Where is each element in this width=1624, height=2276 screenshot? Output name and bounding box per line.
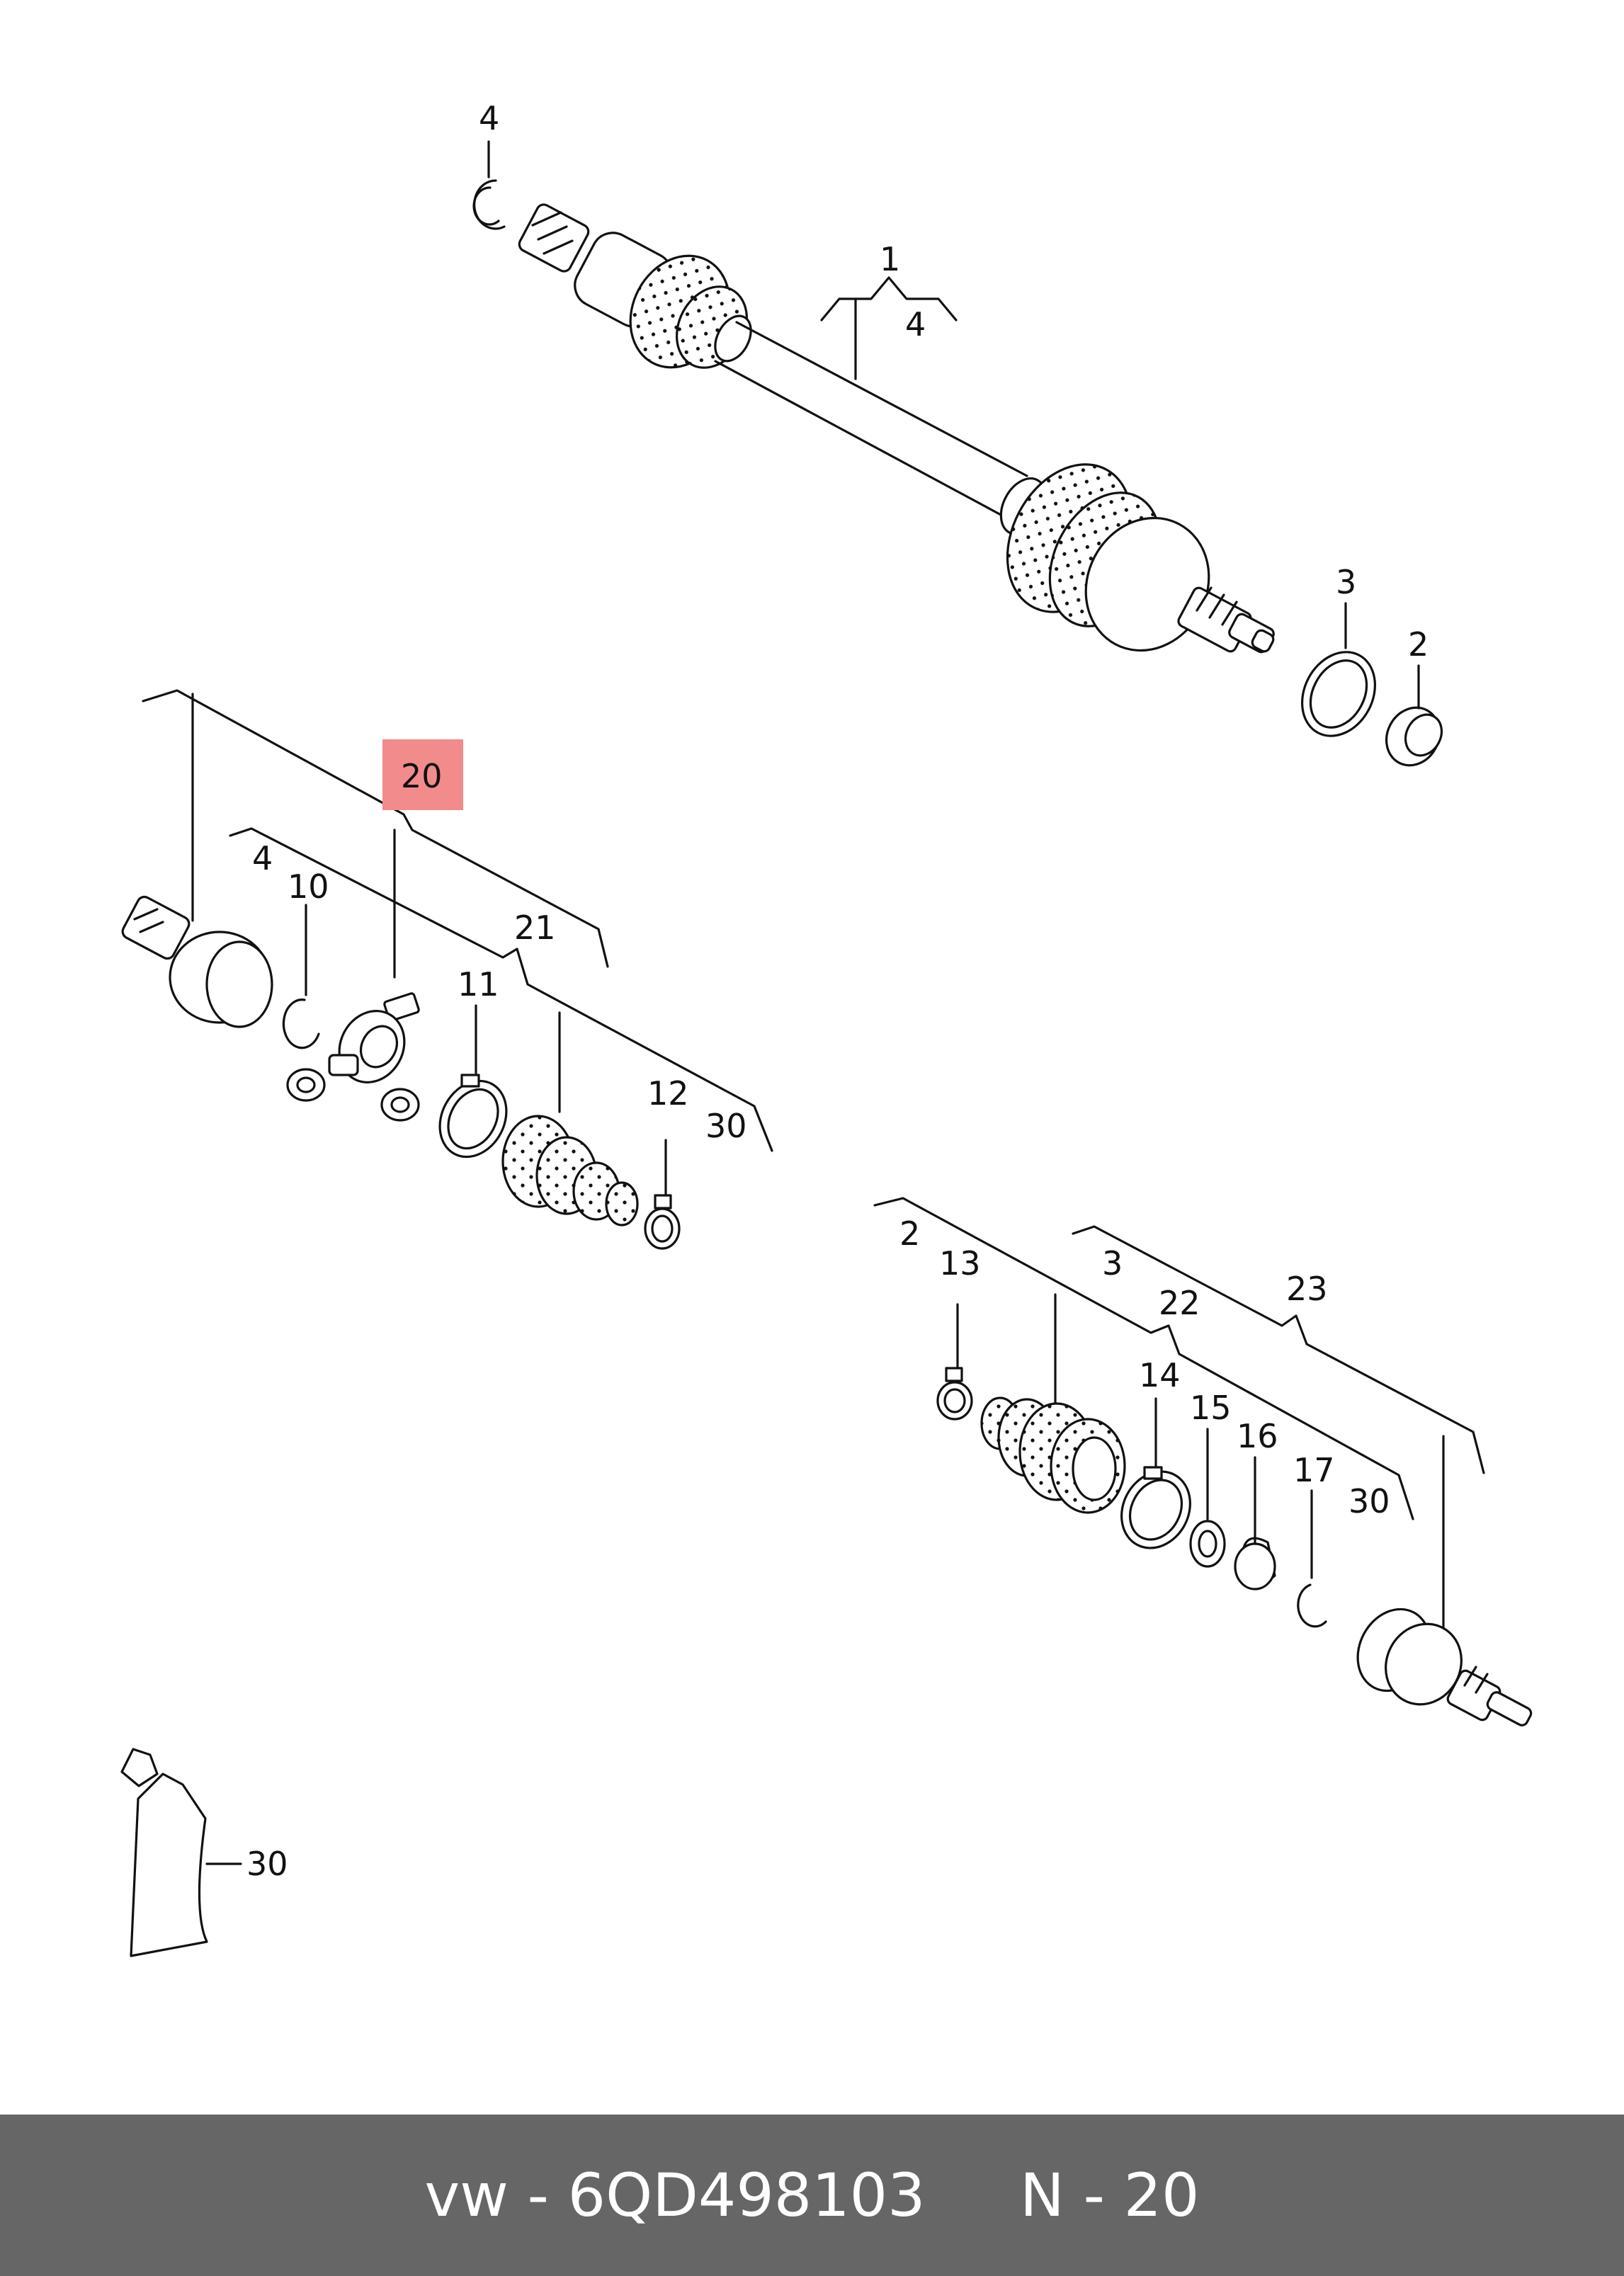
ring-part bbox=[1300, 651, 1377, 737]
callout-label: 1 bbox=[880, 240, 900, 278]
callout-label: 16 bbox=[1237, 1417, 1278, 1455]
part-number-footer: vw - 6QD498103 N - 20 bbox=[0, 2115, 1624, 2276]
callout-label: 14 bbox=[1139, 1356, 1181, 1394]
circlip-part bbox=[1297, 1583, 1327, 1628]
hose-clamp-part bbox=[1120, 1466, 1191, 1549]
callout-label: 30 bbox=[1348, 1482, 1390, 1520]
highlight-marker bbox=[382, 739, 463, 810]
callout-label: 21 bbox=[514, 909, 556, 947]
callout-label: 23 bbox=[1286, 1270, 1328, 1308]
callout-label: 4 bbox=[905, 305, 926, 343]
callout-label: 2 bbox=[1408, 625, 1429, 664]
part-number-text: vw - 6QD498103 N - 20 bbox=[424, 2161, 1200, 2230]
tripod-spider-part bbox=[286, 992, 420, 1122]
grease-tube-part bbox=[120, 1748, 242, 1957]
dished-ring-part bbox=[1234, 1537, 1276, 1591]
callout-label: 10 bbox=[288, 867, 329, 906]
callout-label: 2 bbox=[899, 1214, 920, 1253]
small-clamp-part bbox=[936, 1367, 973, 1421]
callout-label: 3 bbox=[1102, 1244, 1123, 1282]
circlip-part bbox=[472, 179, 506, 230]
callout-labels: 4 1 4 3 2 20 4 10 21 11 12 30 2 13 3 22 … bbox=[246, 99, 1429, 1883]
boot-part bbox=[980, 1396, 1126, 1514]
callout-label: 12 bbox=[647, 1074, 689, 1113]
callout-label: 17 bbox=[1293, 1451, 1335, 1489]
boot-part bbox=[501, 1115, 639, 1227]
callout-label: 4 bbox=[479, 99, 499, 137]
drive-shaft-assembly bbox=[518, 203, 1275, 654]
callout-label: 11 bbox=[458, 965, 499, 1003]
exploded-parts-diagram: 4 1 4 3 2 20 4 10 21 11 12 30 2 13 3 22 … bbox=[120, 99, 1533, 1957]
callout-label: 15 bbox=[1190, 1389, 1232, 1427]
joint-housing-part bbox=[121, 895, 273, 1028]
callout-label: 22 bbox=[1159, 1284, 1200, 1322]
hose-clamp-part bbox=[438, 1074, 508, 1159]
callout-label: 13 bbox=[939, 1244, 981, 1282]
callout-label: 3 bbox=[1336, 563, 1356, 601]
nut-part bbox=[1385, 706, 1443, 767]
callout-label: 4 bbox=[252, 839, 273, 877]
circlip-part bbox=[282, 998, 320, 1049]
callout-label: 30 bbox=[705, 1107, 747, 1145]
outer-joint-part bbox=[1356, 1608, 1533, 1726]
small-clamp-part bbox=[644, 1194, 681, 1250]
washer-part bbox=[1189, 1520, 1226, 1568]
callout-label: 30 bbox=[246, 1845, 288, 1883]
callout-label-highlighted: 20 bbox=[401, 757, 443, 795]
